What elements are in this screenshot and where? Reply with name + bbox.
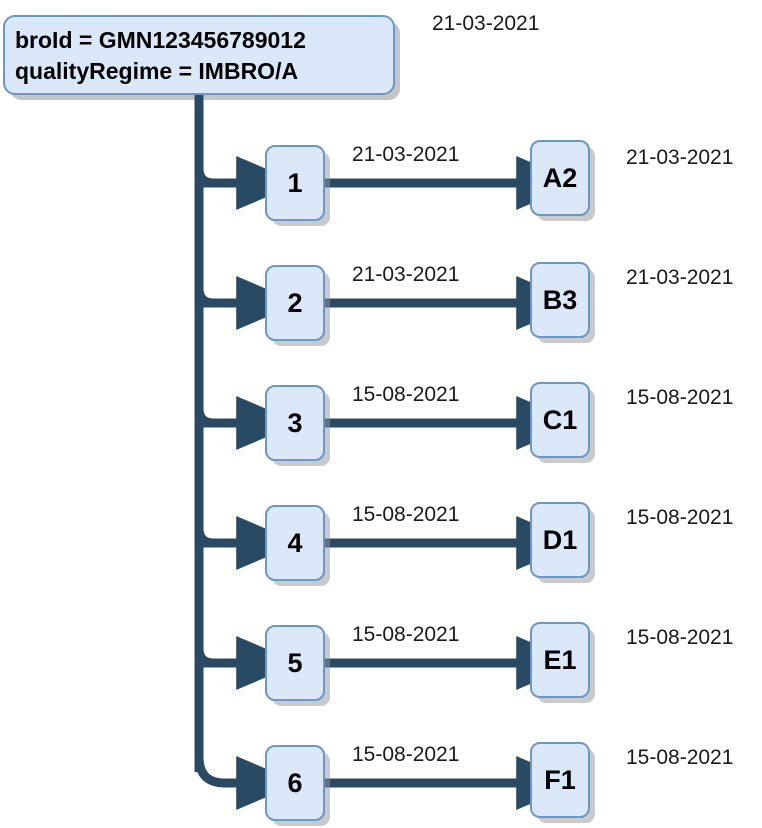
left-node-2[interactable]: 2 [265, 265, 325, 341]
branch-elbow-3 [194, 400, 215, 428]
left-node-2-label: 2 [287, 287, 303, 318]
edge-label-5: 15-08-2021 [352, 623, 460, 646]
right-node-3[interactable]: C1 [530, 382, 590, 458]
root-node-qualityregime-line: qualityRegime = IMBRO/A [15, 58, 299, 84]
side-label-1: 21-03-2021 [626, 146, 734, 169]
side-label-5: 15-08-2021 [626, 626, 734, 649]
left-node-6-label: 6 [287, 767, 303, 798]
branch-connector-6 [194, 756, 300, 810]
branch-elbow-5 [194, 640, 215, 668]
edge-label-2: 21-03-2021 [352, 263, 460, 286]
edge-label-4: 15-08-2021 [352, 503, 460, 526]
side-label-6: 15-08-2021 [626, 746, 734, 769]
right-node-6[interactable]: F1 [530, 742, 590, 818]
left-node-4-label: 4 [287, 527, 303, 558]
edge-label-3: 15-08-2021 [352, 383, 460, 406]
side-label-4: 15-08-2021 [626, 506, 734, 529]
root-date-label: 21-03-2021 [432, 12, 540, 35]
root-node-broid-line: broId = GMN123456789012 [15, 27, 306, 53]
right-node-6-label: F1 [544, 764, 576, 795]
right-node-5-label: E1 [543, 644, 577, 675]
left-node-3[interactable]: 3 [265, 385, 325, 461]
left-node-4[interactable]: 4 [265, 505, 325, 581]
left-node-1[interactable]: 1 [265, 145, 325, 221]
side-label-2: 21-03-2021 [626, 266, 734, 289]
right-node-4-label: D1 [542, 524, 578, 555]
branch-elbow-1 [194, 160, 215, 188]
edge-label-6: 15-08-2021 [352, 743, 460, 766]
right-node-1[interactable]: A2 [530, 140, 590, 216]
left-node-5[interactable]: 5 [265, 625, 325, 701]
left-node-1-label: 1 [287, 167, 303, 198]
edge-label-1: 21-03-2021 [352, 143, 460, 166]
right-node-3-label: C1 [542, 404, 578, 435]
right-node-5[interactable]: E1 [530, 622, 590, 698]
left-node-3-label: 3 [287, 407, 303, 438]
left-node-5-label: 5 [287, 647, 303, 678]
right-node-2-label: B3 [542, 284, 578, 315]
right-node-1-label: A2 [542, 162, 578, 193]
branch-elbow-2 [194, 280, 215, 308]
left-node-6[interactable]: 6 [265, 745, 325, 821]
branch-elbow-4 [194, 520, 215, 548]
right-node-2[interactable]: B3 [530, 262, 590, 338]
side-label-3: 15-08-2021 [626, 386, 734, 409]
root-node[interactable]: broId = GMN123456789012 qualityRegime = … [3, 15, 395, 95]
right-node-4[interactable]: D1 [530, 502, 590, 578]
